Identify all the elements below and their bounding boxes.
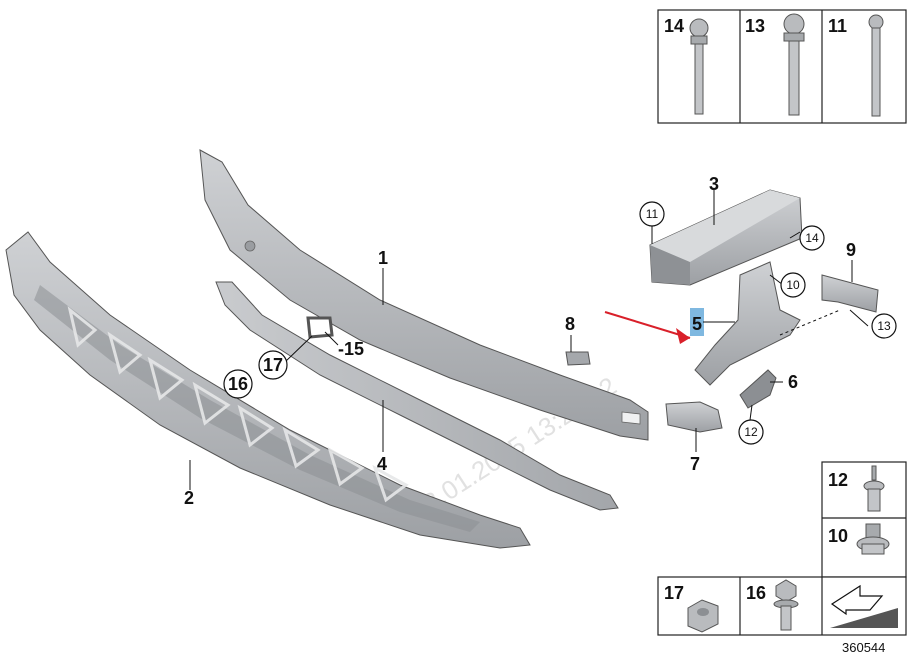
callout-17: 17 [263,355,283,375]
rivet-12-icon [863,465,885,512]
callout-14: 14 [805,231,819,245]
part-6-cover [739,369,777,409]
part-5-highlight [690,308,704,336]
legend-12-label: 12 [828,470,848,490]
next-diagram-icon[interactable] [830,584,898,628]
part-5-mount [690,261,801,386]
fastener-legend-bottom: 17 16 [657,576,907,636]
callout-13: 13 [877,319,891,333]
screw-16-icon [773,579,799,631]
callout-9: 9 [846,240,856,260]
legend-14-label: 14 [664,16,684,36]
bolt-13-icon [783,13,805,116]
part-9-small-bracket [821,274,879,313]
legend-16-label: 16 [746,583,766,603]
nut-10-icon [856,523,890,555]
callout-4: 4 [377,454,387,474]
bolt-14-icon [689,18,709,115]
callout-6: 6 [788,372,798,392]
part-1-bumper-bar [199,149,649,441]
callout-1: 1 [378,248,388,268]
part-15-clip [306,316,334,339]
callout-7: 7 [690,454,700,474]
callout-labels: 1 2 3 4 5 6 7 8 9 -15 [184,174,856,508]
doc-number: 360544 [842,640,885,655]
arrow-right-icon [676,328,690,344]
part-8-plate [565,351,591,366]
callout-11: 11 [646,207,659,221]
callout-2: 2 [184,488,194,508]
callout-8: 8 [565,314,575,334]
nut-17-icon [687,599,719,633]
fastener-legend-right: 12 10 [821,461,907,578]
legend-13-label: 13 [745,16,765,36]
callout-16: 16 [228,374,248,394]
callout-10: 10 [786,278,800,292]
fastener-legend-top: 14 13 11 [657,9,907,124]
callout-3: 3 [709,174,719,194]
leader-lines [189,190,869,490]
legend-17-label: 17 [664,583,684,603]
legend-10-label: 10 [828,526,848,546]
part-3-bracket-rail [649,189,803,286]
callout-5: 5 [692,314,702,334]
callout-12: 12 [744,425,758,439]
part-2-carrier [5,231,531,549]
part-7-guide [665,401,723,433]
reference-arrow [604,311,691,344]
legend-11-label: 11 [828,16,847,36]
circled-callouts: 11 14 10 13 12 17 16 [223,201,897,445]
part-4-absorber [215,281,619,511]
bolt-11-icon [868,14,884,117]
callout-15: -15 [338,339,364,359]
